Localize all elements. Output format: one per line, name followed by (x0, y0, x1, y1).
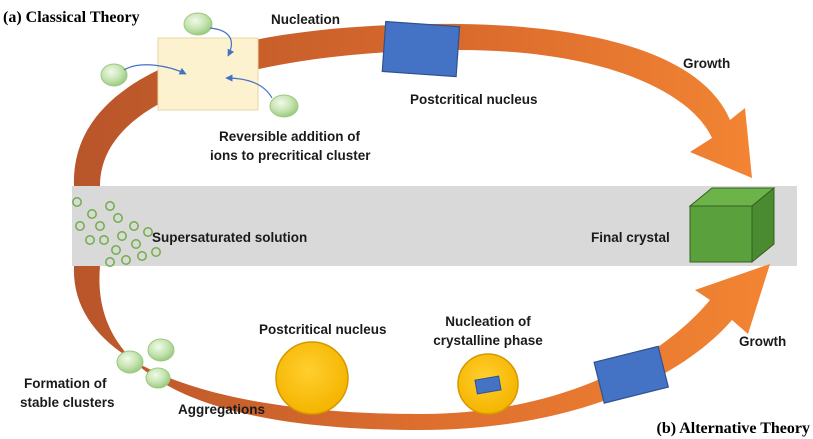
aggregations-label: Aggregations (178, 402, 265, 417)
particle-dot (129, 221, 139, 231)
particle-dot (143, 227, 153, 237)
particle-dot (105, 257, 115, 267)
postcritical-nucleus-disc-icon (275, 341, 349, 415)
supersaturated-particles (72, 197, 161, 267)
ion-sphere-icon (100, 63, 128, 87)
particle-dot (121, 255, 131, 265)
particle-dot (72, 197, 82, 207)
particle-dot (75, 221, 85, 231)
particle-dot (95, 221, 105, 231)
ion-path-arrow (123, 64, 187, 75)
classical-theory-title: (a) Classical Theory (3, 9, 140, 26)
final-crystal-label: Final crystal (591, 230, 670, 245)
particle-dot (131, 239, 141, 249)
ion-sphere-icon (183, 12, 213, 36)
postcritical-bottom-label: Postcritical nucleus (259, 322, 387, 337)
particle-dot (151, 247, 161, 257)
growth-bottom-label: Growth (739, 334, 786, 349)
particle-dot (111, 245, 121, 255)
ion-sphere-icon (269, 94, 299, 118)
ion-path-arrow (225, 74, 273, 99)
particle-dot (85, 235, 95, 245)
particle-dot (99, 235, 109, 245)
formation-label-line1: Formation of (24, 376, 107, 391)
crystalline-phase-disc-icon (457, 353, 519, 415)
postcritical-top-label: Postcritical nucleus (410, 92, 538, 107)
solution-band (72, 186, 797, 266)
alternative-cycle-arrow (73, 264, 771, 430)
ion-path-arrow (209, 27, 235, 57)
formation-label-line2: stable clusters (20, 395, 115, 410)
reversible-label-line1: Reversible addition of (219, 129, 361, 144)
supersaturated-label: Supersaturated solution (152, 230, 307, 245)
alternative-theory-title: (b) Alternative Theory (657, 420, 810, 437)
particle-dot (113, 213, 123, 223)
final-crystal-cube-icon (688, 186, 776, 264)
nucleation-crystalline-line1: Nucleation of (445, 314, 531, 329)
reversible-label-line2: ions to precritical cluster (210, 148, 371, 163)
postcritical-nucleus-prism-icon (381, 20, 461, 78)
particle-dot (87, 209, 97, 219)
particle-dot (117, 231, 127, 241)
particle-dot (105, 201, 115, 211)
growing-crystal-prism-icon (593, 345, 670, 404)
precritical-cluster-box (157, 37, 259, 111)
nucleation-label: Nucleation (271, 12, 340, 27)
particle-dot (137, 251, 147, 261)
stable-cluster-spheres (116, 338, 175, 389)
nucleation-crystalline-line2: crystalline phase (433, 333, 543, 348)
growth-top-label: Growth (683, 56, 730, 71)
